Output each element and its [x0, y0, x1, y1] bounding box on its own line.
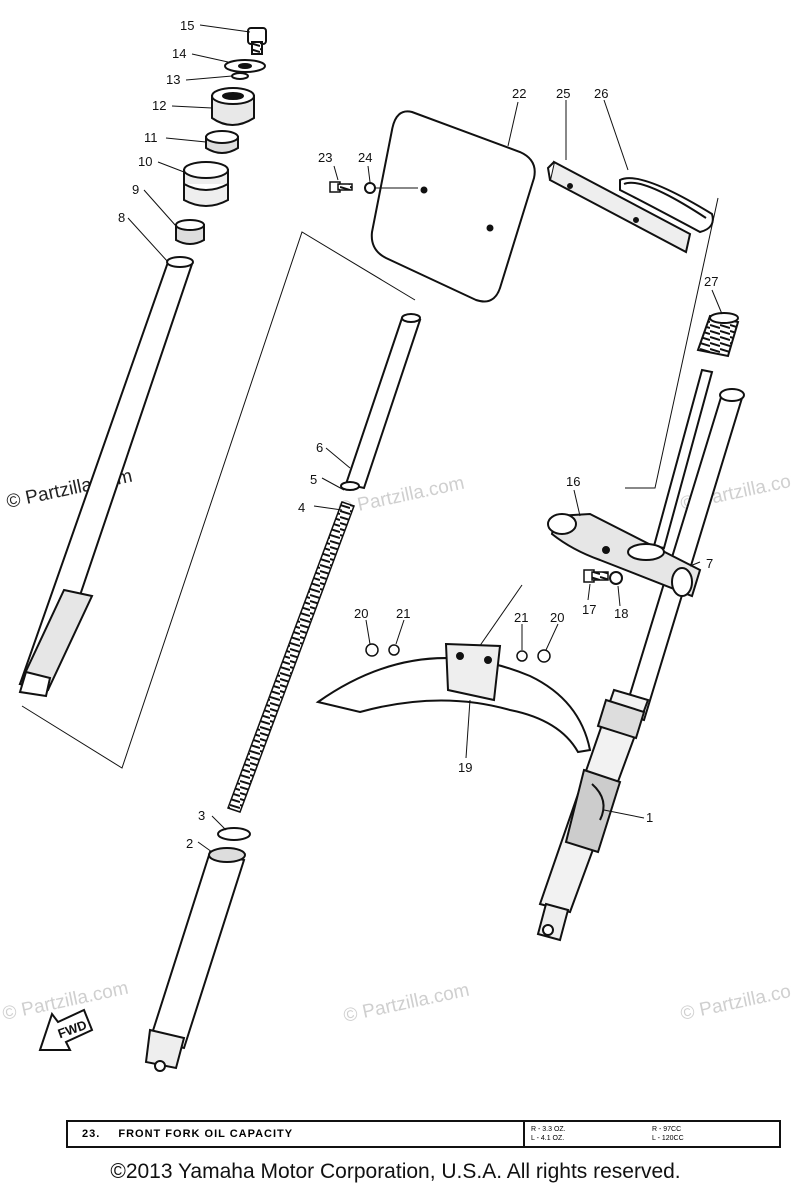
part-label-20-left: 20: [354, 606, 368, 621]
band-26: [619, 177, 714, 234]
oil-value-left-oz: L - 4.1 OZ.: [531, 1135, 565, 1142]
watermark: © Partzilla.com: [679, 978, 791, 1025]
bearing-11: [205, 130, 239, 154]
part-number-labels: 1 2 3 4 5 6 7 8 9 10 11 12 13 14 15 16 1…: [118, 18, 718, 851]
part-label-21-right: 21: [514, 610, 528, 625]
part-label-27: 27: [704, 274, 718, 289]
fwd-arrow: FWD: [38, 1008, 94, 1051]
bushing-10: [183, 161, 229, 207]
bolt-17: [583, 569, 609, 583]
cap-12: [211, 87, 255, 126]
bolt-23: [329, 181, 353, 193]
bolt-20-left: [365, 643, 379, 657]
triple-clamp-16: [547, 512, 702, 598]
oil-table-item-number: 23.: [82, 1128, 101, 1140]
part-label-5: 5: [310, 472, 317, 487]
part-label-21-left: 21: [396, 606, 410, 621]
part-label-3: 3: [198, 808, 205, 823]
copyright-footer: ©2013 Yamaha Motor Corporation, U.S.A. A…: [110, 1160, 681, 1183]
number-plate-22: [370, 110, 536, 303]
part-label-6: 6: [316, 440, 323, 455]
washer-21-right: [516, 650, 528, 662]
part-label-1: 1: [646, 810, 653, 825]
upper-stack: [175, 27, 267, 245]
part-label-2: 2: [186, 836, 193, 851]
part-label-10: 10: [138, 154, 152, 169]
bolt-20-right: [537, 649, 551, 663]
damper-rod-6: [340, 313, 422, 491]
bolt-15: [247, 27, 267, 55]
steering-stem: [652, 368, 714, 550]
part-label-25: 25: [556, 86, 570, 101]
part-label-22: 22: [512, 86, 526, 101]
part-label-13: 13: [166, 72, 180, 87]
washer-18: [609, 571, 623, 585]
boot-27: [696, 312, 740, 358]
washer-21-left: [388, 644, 400, 656]
oil-table-title-cell: 23. FRONT FORK OIL CAPACITY: [68, 1128, 523, 1140]
part-label-15: 15: [180, 18, 194, 33]
watermark: © Partzilla.com: [342, 980, 472, 1027]
part-label-18: 18: [614, 606, 628, 621]
part-label-12: 12: [152, 98, 166, 113]
part-label-16: 16: [566, 474, 580, 489]
part-label-11: 11: [144, 130, 158, 145]
oil-table-title: FRONT FORK OIL CAPACITY: [118, 1128, 294, 1140]
oil-value-left-cc: L - 120CC: [652, 1135, 684, 1142]
part-label-19: 19: [458, 760, 472, 775]
part-label-26: 26: [594, 86, 608, 101]
front-fender-19: [315, 642, 592, 754]
inner-tube-8: [18, 256, 194, 698]
part-label-4: 4: [298, 500, 305, 515]
front-fork-exploded-diagram: © Partzilla.com © Partzilla.com © Partzi…: [1, 18, 791, 1072]
outer-tube-2: [144, 847, 246, 1072]
part-label-9: 9: [132, 182, 139, 197]
watermarks: © Partzilla.com © Partzilla.com © Partzi…: [1, 466, 791, 1027]
part-label-14: 14: [172, 46, 186, 61]
ring-13: [231, 72, 249, 80]
fork-assembly-7: [622, 388, 745, 722]
ring-3: [217, 827, 251, 841]
part-label-23: 23: [318, 150, 332, 165]
collar-9: [175, 219, 205, 245]
part-label-24: 24: [358, 150, 372, 165]
bracket-25: [546, 160, 692, 254]
fork-slider-1: [536, 688, 650, 942]
part-label-8: 8: [118, 210, 125, 225]
oil-value-right-oz: R - 3.3 OZ.: [531, 1126, 566, 1133]
fork-oil-capacity-table: 23. FRONT FORK OIL CAPACITY R - 3.3 OZ. …: [66, 1120, 781, 1148]
part-label-7: 7: [706, 556, 713, 571]
oil-table-values: R - 3.3 OZ. R - 97CC L - 4.1 OZ. L - 120…: [523, 1122, 779, 1146]
part-label-20-right: 20: [550, 610, 564, 625]
part-label-17: 17: [582, 602, 596, 617]
washer-24: [364, 182, 376, 194]
fender-hardware: [365, 643, 551, 663]
spring-4: [227, 501, 355, 813]
label-leaders: [127, 24, 723, 853]
oil-value-right-cc: R - 97CC: [652, 1126, 682, 1133]
